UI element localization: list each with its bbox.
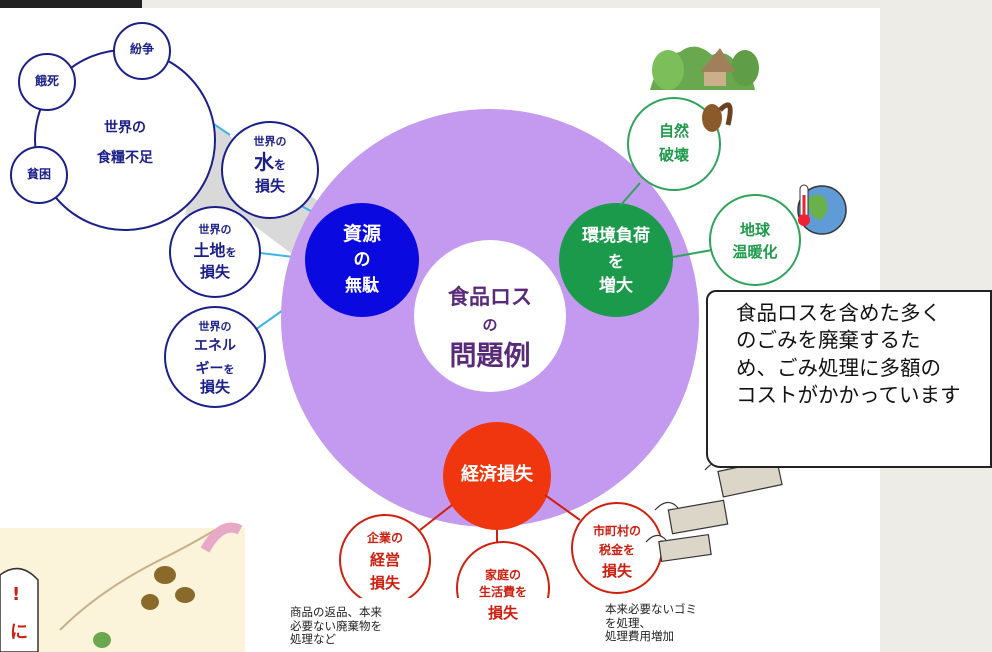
business-line1: 企業の [366,531,403,545]
conflict-label: 紛争 [129,42,154,56]
energy-loss-line3: ギーを [195,361,235,377]
svg-text:!: ! [12,584,20,605]
household-line1: 家庭の [484,568,521,582]
economic-circle [443,422,551,530]
food-scraps-illustration: ! に [0,522,245,652]
environment-line2: を [607,252,624,271]
world-food-line2: 食糧不足 [97,150,153,166]
bottom-mask [330,598,570,652]
energy-loss-circle [164,306,266,408]
warming-line1: 地球 [739,221,770,239]
top-dark-bar [0,0,142,8]
household-line3: 損失 [487,604,518,622]
economic-label: 経済損失 [461,464,533,485]
land-loss-line3: 損失 [199,263,230,281]
resource-line3: 無駄 [345,276,379,296]
water-loss-line3: 損失 [254,177,285,195]
municipal-line2: 税金を [598,543,635,557]
conflict-circle [113,22,171,80]
business-line3: 損失 [369,574,400,592]
center-title-line2: の [482,316,498,334]
poverty-circle [10,146,68,204]
poverty-label: 貧困 [26,167,51,181]
water-loss-circle [221,121,319,219]
flying-money-illustration [645,458,783,563]
municipal-note: 本来必要ないゴミ を処理、 処理費用増加 [605,602,697,644]
forest-animal-illustration [650,46,759,132]
earth-thermometer-illustration [797,184,847,235]
environment-circle [559,203,673,317]
municipal-line1: 市町村の [592,524,641,538]
business-note: 商品の返品、本来 必要ない廃棄物を 処理など [290,605,382,647]
energy-loss-line4: 損失 [199,378,230,396]
water-loss-line1: 世界の [253,135,287,148]
callout-box: 食品ロスを含めた多く のごみを廃棄するた め、ごみ処理に多額の コストがかかって… [706,290,992,468]
water-loss-line2: 水を [253,150,286,174]
environment-line3: 増大 [599,276,633,296]
world-food-line1: 世界の [104,120,146,136]
center-title-line3: 問題例 [449,341,531,372]
environment-line1: 環境負荷 [582,226,650,246]
municipal-line3: 損失 [601,562,632,580]
svg-text:に: に [10,622,28,643]
nature-circle [627,97,721,191]
resource-line1: 資源 [342,223,381,245]
green-connectors [619,182,713,258]
center-disc [414,240,566,392]
resource-circle [305,203,419,317]
nature-line2: 破壊 [658,146,689,164]
nature-line1: 自然 [658,122,689,140]
warming-circle [709,194,801,286]
resource-line2: の [353,250,371,270]
energy-loss-line1: 世界の [198,320,232,333]
center-title-line1: 食品ロス [448,285,532,309]
callout-text: 食品ロスを含めた多く のごみを廃棄するた め、ごみ処理に多額の コストがかかって… [736,301,961,408]
business-line2: 経営 [369,551,400,569]
land-loss-line2: 土地を [193,241,237,260]
land-loss-line1: 世界の [198,223,232,236]
land-loss-circle [169,206,261,298]
starvation-circle [18,53,76,111]
energy-loss-line2: エネル [194,338,236,354]
household-line2: 生活費を [478,585,527,599]
starvation-label: 餓死 [34,74,59,88]
warming-line2: 温暖化 [732,243,778,261]
